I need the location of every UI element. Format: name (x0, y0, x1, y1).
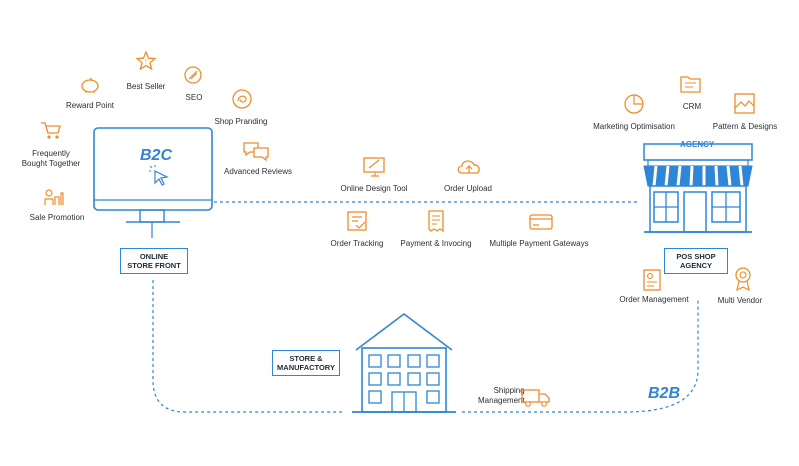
shopping-cart-icon (41, 122, 61, 139)
marketing-optimisation-label: Marketing Optimisation (593, 122, 675, 131)
credit-card-icon (529, 214, 553, 230)
agency-sign-text: AGENCY (680, 140, 715, 149)
computer-monitor-icon (93, 127, 213, 238)
cloud-upload-icon (457, 160, 480, 174)
reward-point-label: Reward Point (65, 101, 115, 110)
cursor-click-icon (149, 165, 169, 186)
multiple-payment-gateways-label: Multiple Payment Gateways (489, 239, 589, 248)
multi-vendor-icon (735, 267, 751, 292)
online-design-tool-label: Online Design Tool (340, 184, 408, 193)
crm-label: CRM (682, 102, 702, 111)
b2c-logo: B2C (140, 147, 173, 164)
factory-building-icon (352, 313, 456, 413)
pos-shop-agency-label: POS SHOP AGENCY (664, 248, 728, 274)
shipping-management-label: Shipping Management (478, 386, 525, 405)
seo-label: SEO (185, 93, 203, 102)
payment-invoicing-label: Payment & Invocing (400, 239, 472, 248)
crm-folder-icon (680, 76, 701, 93)
seo-icon (184, 66, 202, 84)
advanced-reviews-label: Advanced Reviews (223, 167, 293, 176)
best-seller-label: Best Seller (126, 82, 166, 91)
svg-text:!: ! (145, 60, 147, 66)
agency-shop-building-icon (643, 143, 753, 233)
pattern-designs-icon (734, 93, 755, 114)
piggy-bank-icon (81, 77, 99, 93)
shop-pranding-label: Shop Pranding (214, 117, 268, 126)
order-upload-label: Order Upload (443, 184, 493, 193)
order-tracking-icon (347, 211, 367, 231)
frequently-bought-together-label: Frequently Bought Together (21, 149, 81, 168)
delivery-truck-icon (521, 389, 550, 407)
order-management-label: Order Management (619, 295, 689, 304)
store-manufactory-label: STORE & MANUFACTORY (272, 350, 340, 376)
design-tool-icon (363, 157, 385, 177)
order-management-icon (643, 269, 661, 291)
pattern-designs-label: Pattern & Designs (712, 122, 778, 131)
star-icon: ! (135, 50, 157, 71)
marketing-optimisation-icon (624, 94, 644, 114)
sale-promotion-icon (44, 189, 64, 205)
online-store-front-label: ONLINE STORE FRONT (120, 248, 188, 274)
shop-branding-icon (232, 89, 252, 109)
order-tracking-label: Order Tracking (330, 239, 384, 248)
review-chat-icon (243, 142, 269, 162)
invoice-icon (428, 210, 444, 233)
multi-vendor-label: Multi Vendor (717, 296, 763, 305)
b2b-logo: B2B (648, 385, 681, 402)
sale-promotion-label: Sale Promotion (29, 213, 85, 222)
